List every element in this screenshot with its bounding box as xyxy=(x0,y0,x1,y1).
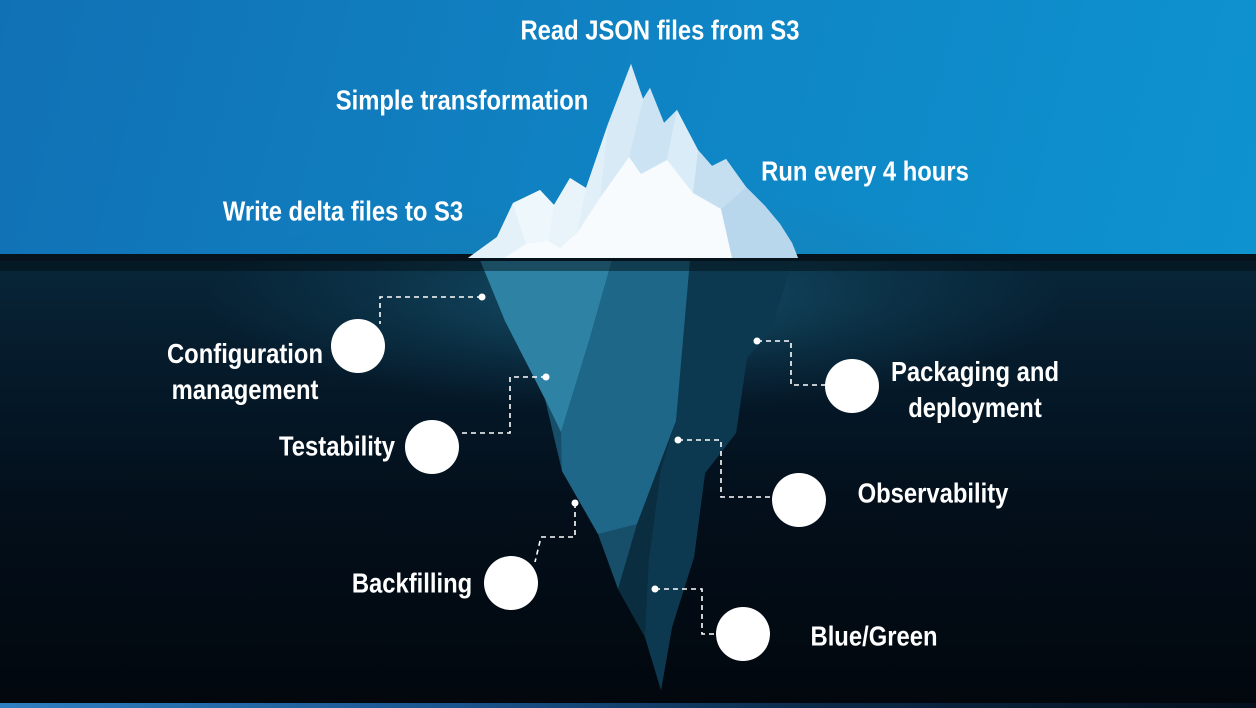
label-line: Configuration xyxy=(166,338,324,370)
iceberg-top-facet xyxy=(721,187,798,258)
label-read-json: Read JSON files from S3 xyxy=(520,14,800,46)
circle-marker-icon-testability xyxy=(405,420,459,474)
iceberg-top-facet xyxy=(468,203,526,258)
label-line: management xyxy=(171,374,319,405)
iceberg-top-facet xyxy=(577,124,608,233)
label-run-every-4-hours: Run every 4 hours xyxy=(761,155,969,187)
label-write-delta: Write delta files to S3 xyxy=(222,195,464,227)
iceberg-submerged-facet-right xyxy=(645,260,793,690)
iceberg-top-facet xyxy=(600,64,643,198)
label-backfilling: Backfilling xyxy=(351,567,473,599)
connectors xyxy=(379,296,827,635)
connector-dot xyxy=(542,373,550,381)
label-observability: Observability xyxy=(857,477,1009,509)
connector-dot xyxy=(674,436,682,444)
connector-dot xyxy=(478,293,486,301)
connector-dots xyxy=(478,293,761,593)
iceberg-below-water xyxy=(480,260,793,690)
connector-configuration xyxy=(379,296,482,324)
iceberg-top-facet xyxy=(513,190,554,244)
label-blue-green: Blue/Green xyxy=(810,620,938,652)
label-configuration-management: Configuration management xyxy=(167,336,323,408)
connector-dot xyxy=(571,499,579,507)
iceberg-submerged-facet-left xyxy=(480,260,612,432)
iceberg-top-facet xyxy=(629,88,677,174)
circle-marker-icon-blue-green xyxy=(716,607,770,661)
label-testability: Testability xyxy=(279,430,395,462)
circle-marker-icon-configuration xyxy=(331,319,385,373)
connector-blue-green xyxy=(655,588,718,635)
iceberg-top-facet xyxy=(667,110,698,193)
label-packaging-deployment: Packaging and deployment xyxy=(891,354,1059,426)
label-line: deployment xyxy=(908,392,1042,423)
connector-dot xyxy=(651,585,659,593)
waterline-shadow xyxy=(0,261,1256,271)
iceberg-submerged-facet-core xyxy=(618,421,676,637)
bottom-edge-strip xyxy=(0,703,1256,708)
connector-observability xyxy=(678,439,774,498)
iceberg-top-facet xyxy=(548,178,586,248)
iceberg-above-water xyxy=(468,64,798,258)
circle-marker-icon-packaging xyxy=(825,359,879,413)
iceberg-submerged-facet-center xyxy=(561,260,690,534)
circle-marker-icon-observability xyxy=(772,473,826,527)
iceberg-top-facet xyxy=(693,150,746,209)
label-line: Packaging and xyxy=(891,356,1059,388)
label-simple-transformation: Simple transformation xyxy=(335,84,589,116)
connector-packaging xyxy=(757,340,827,386)
circle-marker-icon-backfilling xyxy=(484,556,538,610)
connector-backfilling xyxy=(534,503,576,563)
connector-dot xyxy=(753,337,761,345)
connector-testability xyxy=(458,376,546,434)
